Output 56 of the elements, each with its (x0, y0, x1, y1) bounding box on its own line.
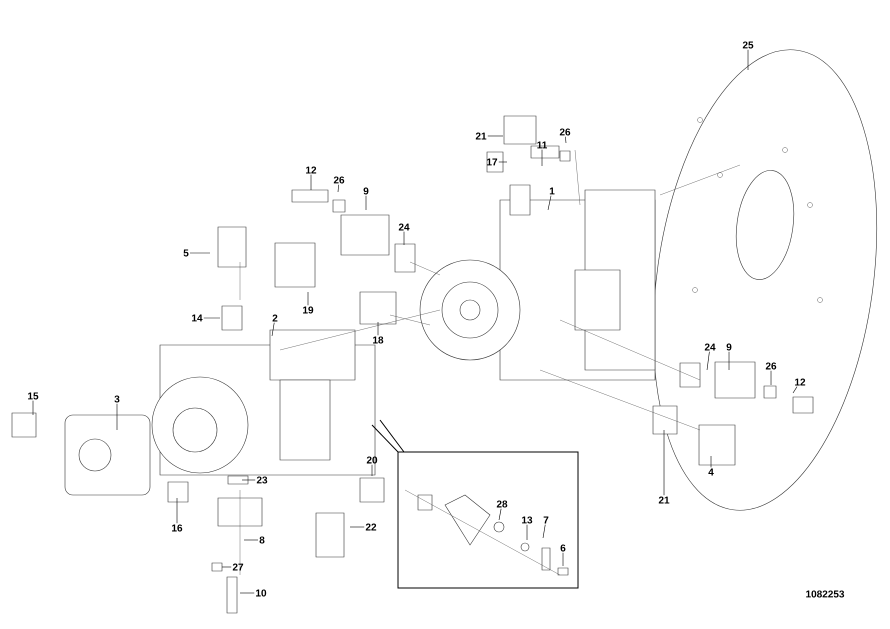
leader-line (526, 524, 528, 540)
callout-number: 23 (256, 476, 268, 484)
callout-number: 26 (766, 362, 776, 370)
callout-number: 3 (114, 395, 120, 403)
callout-number: 20 (366, 456, 378, 464)
callout-number: 6 (560, 544, 566, 552)
callout-number: 26 (560, 128, 570, 136)
callout-number: 14 (192, 314, 202, 322)
leader-line (190, 252, 210, 254)
leader-line (272, 322, 275, 336)
callout-number: 4 (708, 468, 714, 476)
leader-line (338, 184, 339, 192)
callout-number: 17 (487, 158, 498, 166)
callout-number: 2 (272, 314, 278, 322)
callout-number: 9 (726, 343, 732, 351)
leader-line (310, 174, 312, 190)
callout-number: 12 (306, 166, 316, 174)
callout-number: 13 (522, 516, 532, 524)
leader-line (728, 351, 730, 370)
callout-number: 12 (795, 378, 806, 386)
drawing-number: 1082253 (806, 590, 844, 598)
leader-line (792, 386, 798, 394)
callout-number: 22 (366, 524, 376, 530)
leader-line (565, 136, 566, 144)
leader-line (116, 403, 118, 430)
callout-number: 24 (704, 344, 716, 350)
leader-line (710, 456, 712, 468)
callout-number: 26 (334, 176, 344, 184)
leader-line (542, 524, 546, 538)
callout-number: 1 (550, 188, 555, 194)
leader-line (562, 552, 564, 566)
callout-number: 28 (496, 500, 508, 508)
callout-number: 18 (373, 336, 384, 344)
callout-number: 25 (742, 41, 754, 49)
callout-number: 10 (256, 589, 266, 597)
callout-number: 27 (232, 564, 244, 570)
leader-line (176, 498, 178, 524)
leader-line (706, 351, 710, 370)
callout-number: 11 (537, 142, 548, 148)
leader-line (240, 592, 255, 594)
callout-number: 19 (303, 306, 314, 314)
callout-number: 24 (398, 224, 410, 230)
leader-line (548, 195, 552, 210)
leader-line (222, 566, 232, 568)
callout-number: 21 (476, 132, 486, 140)
callout-number: 5 (184, 250, 188, 256)
callout-number: 8 (260, 536, 264, 544)
leader-line (770, 370, 772, 386)
leader-line (498, 508, 502, 520)
callout-number: 15 (28, 392, 38, 400)
callout-number: 16 (172, 524, 182, 532)
callout-number: 7 (544, 516, 548, 524)
callout-number: 21 (658, 496, 670, 504)
leader-line (350, 526, 365, 528)
leader-line (32, 400, 34, 416)
callout-number: 9 (364, 187, 368, 195)
